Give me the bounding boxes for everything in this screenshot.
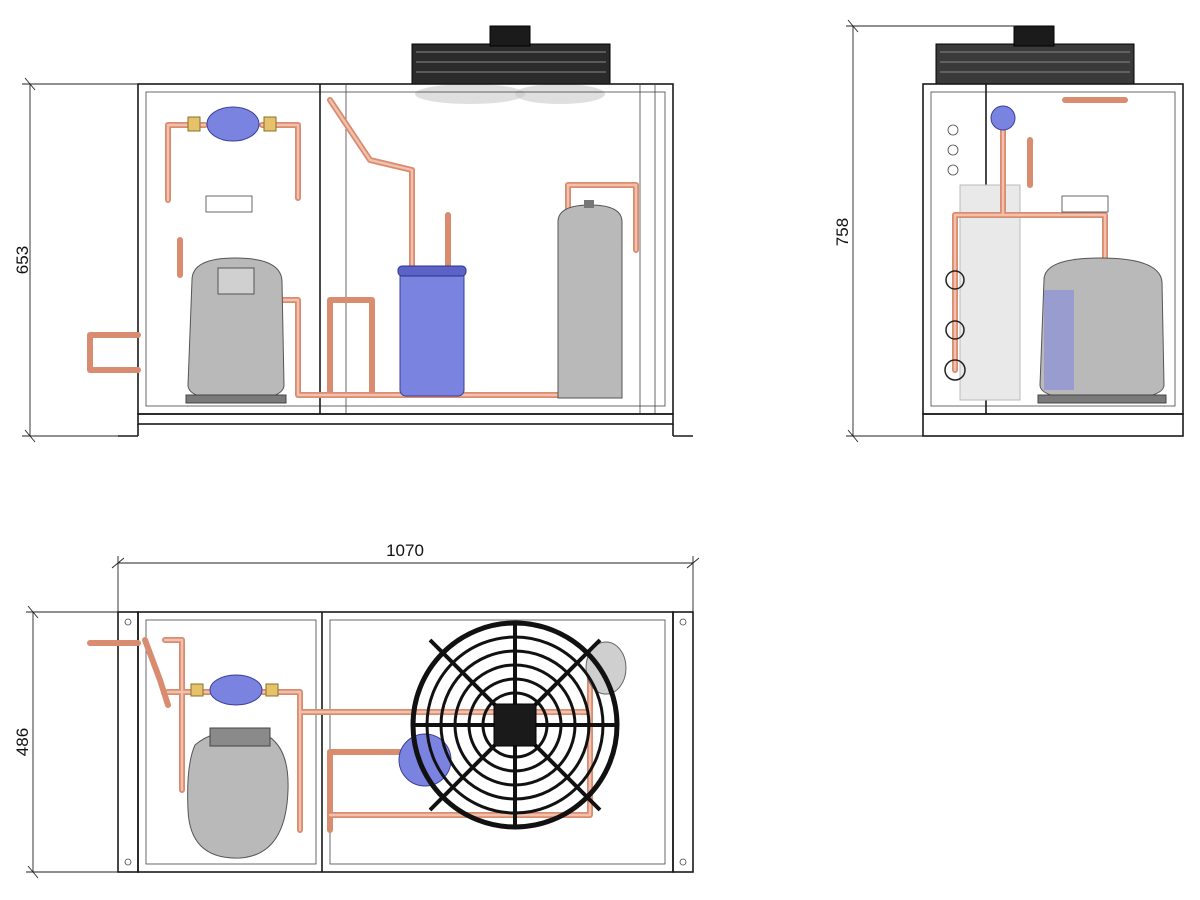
front-vessel [557,200,623,399]
front-filter-dryer [206,106,260,142]
side-filter-dryer [990,105,1016,131]
side-piping [952,97,1128,373]
top-vessel [585,641,627,695]
dimension-top-depth: 486 [13,728,32,756]
dimension-top-width: 1070 [386,541,424,560]
top-view: 1070 486 [13,541,700,879]
front-view: 653 [13,25,693,443]
front-receiver [397,265,467,397]
top-fan-grille [410,620,620,830]
dimension-side-height: 758 [833,218,852,246]
top-compressor [187,727,289,859]
front-piping [87,97,639,398]
side-compressor [1037,257,1167,404]
top-housing [137,611,674,873]
side-fan-guard [935,25,1135,85]
top-filter-dryer [209,674,263,706]
front-compressor [185,257,287,404]
dimension-front-height: 653 [13,246,32,274]
front-fan-guard [411,25,611,104]
side-base [922,413,1184,437]
front-base [137,413,674,425]
side-view: 758 [833,19,1184,443]
